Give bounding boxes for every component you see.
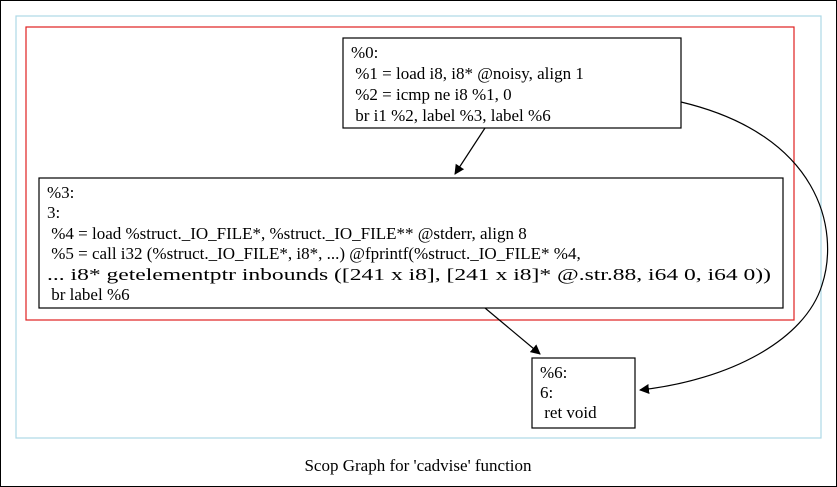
node-6-line: ret void bbox=[540, 403, 597, 422]
edge-0-to-3 bbox=[454, 127, 486, 175]
node-0-line: %0: bbox=[351, 43, 378, 62]
node-0-line: %2 = icmp ne i8 %1, 0 bbox=[351, 85, 512, 104]
node-0-box bbox=[342, 37, 682, 129]
node-3-line: br label %6 bbox=[47, 285, 130, 304]
node-6-box bbox=[531, 357, 636, 429]
node-3-line: 3: bbox=[47, 203, 60, 222]
node-3-box bbox=[38, 177, 784, 309]
node-3[interactable]: %3: 3: %4 = load %struct._IO_FILE*, %str… bbox=[38, 177, 784, 309]
edge-3-to-6 bbox=[484, 307, 541, 355]
outer-cluster bbox=[15, 15, 822, 439]
node-0-line: br i1 %2, label %3, label %6 bbox=[351, 106, 551, 125]
node-3-line: %5 = call i32 (%struct._IO_FILE*, i8*, .… bbox=[47, 244, 581, 263]
node-6-line: 6: bbox=[540, 383, 553, 402]
node-6-line: %6: bbox=[540, 363, 567, 382]
node-3-line: %4 = load %struct._IO_FILE*, %struct._IO… bbox=[47, 224, 527, 243]
edge-0-to-6 bbox=[639, 101, 829, 394]
node-3-line: ... i8* getelementptr inbounds ([241 x i… bbox=[47, 265, 771, 284]
node-0[interactable]: %0: %1 = load i8, i8* @noisy, align 1 %2… bbox=[342, 37, 682, 129]
node-3-line: %3: bbox=[47, 183, 74, 202]
node-6[interactable]: %6: 6: ret void bbox=[531, 357, 636, 429]
region-cluster bbox=[25, 26, 795, 321]
node-0-line: %1 = load i8, i8* @noisy, align 1 bbox=[351, 64, 584, 83]
graph-caption: Scop Graph for 'cadvise' function bbox=[304, 456, 532, 475]
